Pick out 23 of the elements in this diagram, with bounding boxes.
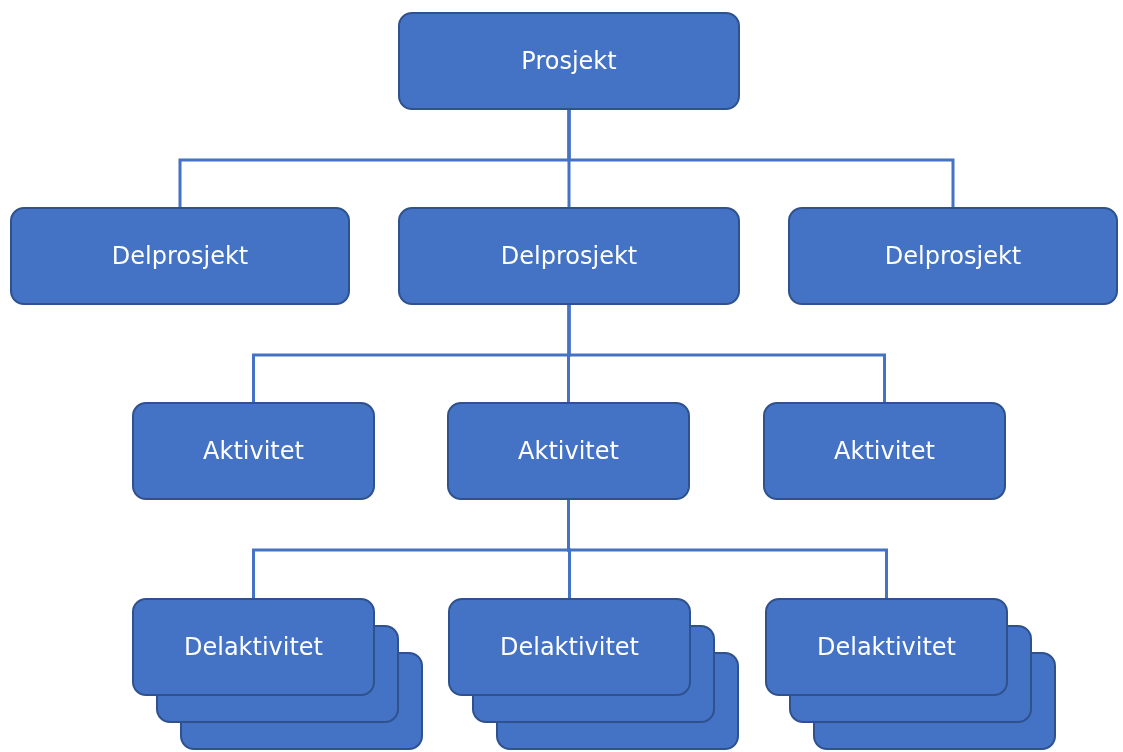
process-box bbox=[398, 207, 740, 305]
box-label: Delprosjekt bbox=[500, 242, 638, 270]
connector-line bbox=[567, 500, 888, 598]
box-label: Aktivitet bbox=[203, 437, 304, 465]
box-label: Delaktivitet bbox=[498, 632, 641, 663]
box-label: Aktivitet bbox=[518, 437, 619, 465]
process-box bbox=[10, 207, 350, 305]
process-box bbox=[763, 402, 1006, 500]
stacked-box-drawing bbox=[765, 598, 1058, 752]
box-label: Prosjekt bbox=[521, 47, 617, 75]
process-box bbox=[398, 12, 740, 110]
stacked-box-drawing bbox=[132, 598, 425, 752]
box-label: Delaktivitet bbox=[182, 632, 325, 663]
box-label: Delprosjekt bbox=[111, 242, 249, 270]
connector-line bbox=[567, 110, 955, 207]
box-label: Delprosjekt bbox=[884, 242, 1022, 270]
process-box bbox=[447, 402, 690, 500]
stacked-box-drawing bbox=[448, 598, 741, 752]
process-box bbox=[132, 402, 375, 500]
process-box bbox=[788, 207, 1118, 305]
box-label: Delaktivitet bbox=[815, 632, 958, 663]
box-label: Aktivitet bbox=[834, 437, 935, 465]
connector-line bbox=[567, 305, 886, 402]
